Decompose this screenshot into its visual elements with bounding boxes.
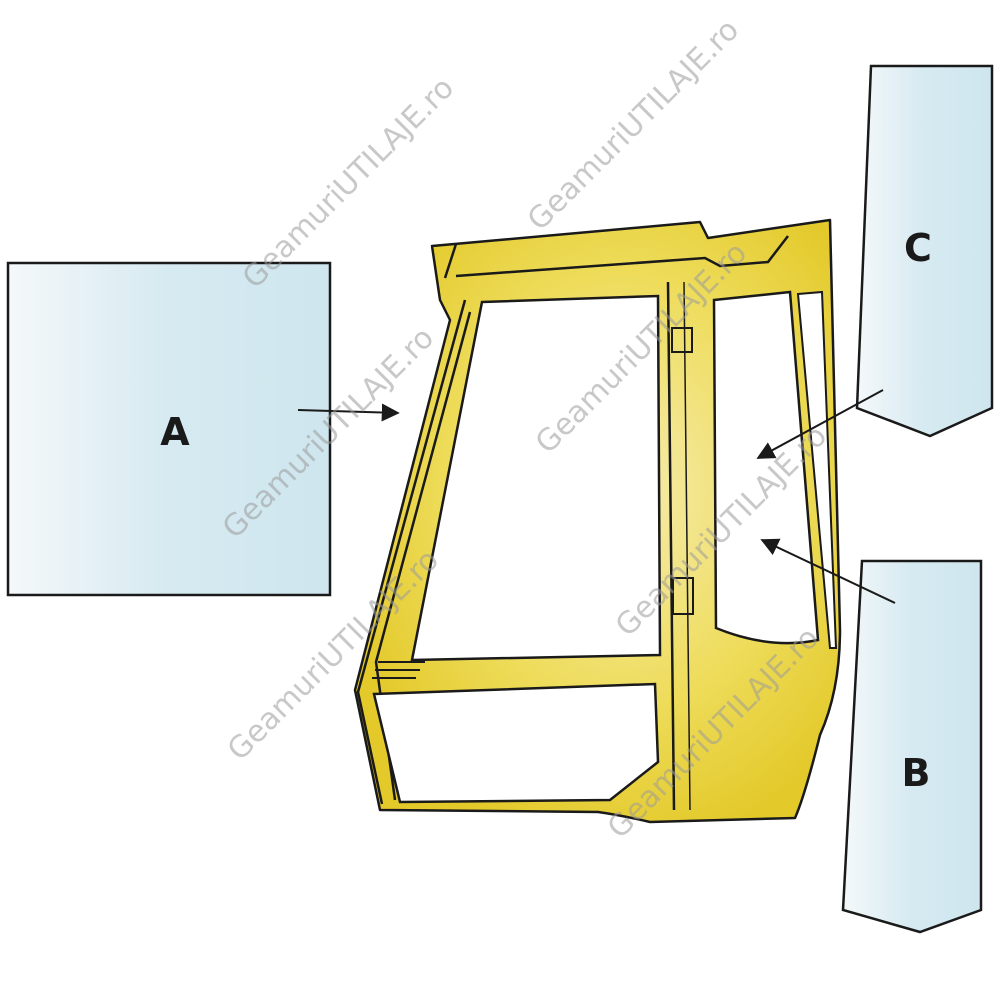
cab-vent-lines (372, 661, 425, 679)
cab-door-window-upper (410, 294, 662, 662)
panel-b-label: B (902, 751, 931, 795)
cab-roof-line (455, 235, 789, 278)
arrow-b (760, 538, 896, 604)
cab-door-window-lower (372, 682, 660, 804)
panel-a-glass (6, 261, 332, 597)
arrow-c (756, 389, 884, 459)
machine-cab (353, 218, 842, 824)
cab-rear-window (796, 290, 838, 649)
panel-c-label: C (904, 226, 932, 270)
panel-b-glass (841, 559, 983, 934)
cab-hinge-upper (671, 327, 693, 353)
pointer-arrows (297, 389, 896, 604)
panel-a: A (6, 261, 332, 597)
watermark-text: GeamuriUTILAJE.ro (521, 12, 746, 237)
cab-hinge-lower (672, 577, 694, 615)
arrow-a (297, 403, 400, 422)
cab-door-post (666, 281, 676, 811)
panel-c: C (855, 64, 994, 438)
panel-b: B (841, 559, 983, 934)
cab-pillar-line-2 (356, 299, 467, 805)
watermark-text: GeamuriUTILAJE.ro (236, 70, 461, 295)
panel-a-label: A (160, 410, 190, 454)
cab-roof-line-left (443, 243, 458, 279)
cab-door-post-2 (683, 281, 691, 811)
panel-c-glass (855, 64, 994, 438)
